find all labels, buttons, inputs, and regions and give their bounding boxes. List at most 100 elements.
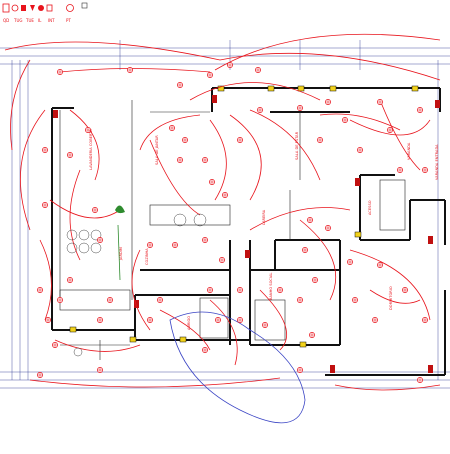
electrical-point-cross [397,167,403,173]
electrical-point-cross [57,297,63,303]
room-label-sala-jantar: SALA DE JANTAR [155,135,159,165]
electrical-point-cross [262,322,268,328]
electrical-point-cross [147,242,153,248]
electrical-point-cross [97,367,103,373]
electrical-point-cross [97,237,103,243]
dimension-lines [0,40,450,389]
electrical-point-cross [402,287,408,293]
legend-outlet-icon [11,4,19,12]
electrical-point-cross [377,262,383,268]
electrical-point-cross [57,69,63,75]
electrical-point-cross [37,372,43,378]
electrical-point-cross [422,167,428,173]
electrical-point-cross [172,242,178,248]
electrical-point-cross [277,287,283,293]
legend-switch-icon [21,5,26,11]
electrical-point-cross [352,297,358,303]
electrical-point-cross [97,317,103,323]
electrical-point-cross [169,125,175,131]
electrical-point-cross [157,297,163,303]
electrical-point-cross [342,117,348,123]
electrical-point-cross [422,317,428,323]
svg-text:TUG: TUG [13,18,22,23]
legend-triangle-icon [30,5,35,11]
electrical-point-cross [85,127,91,133]
electrical-point-cross [42,147,48,153]
svg-text:QD: QD [3,18,9,23]
svg-text:IL: IL [38,18,42,23]
legend-labels: QD TUG TUE IL INT PT [3,18,71,23]
room-label-sala-estar: SALA DE ESTAR [295,131,299,160]
electrical-point-cross [147,317,153,323]
electrical-point-cross [177,82,183,88]
electrical-point-cross [177,157,183,163]
room-label-abrigo: ABRIGO [187,316,191,330]
legend-point-icon [38,5,44,11]
room-label-lavanderia: LAVANDERIA COBERTA [89,129,93,170]
room-label-banho: BANHO SOCIAL [269,273,273,300]
svg-text:INT: INT [48,18,55,23]
room-label-jardim: JARDIM [119,247,123,261]
electrical-point-cross [297,297,303,303]
electrical-point-cross [92,207,98,213]
electrical-point-cross [219,257,225,263]
window-accents [53,85,440,373]
electrical-point-cross [67,277,73,283]
room-label-dormitorio: DORMITÓRIO [388,286,393,310]
svg-text:TUE: TUE [25,18,34,23]
electrical-point-cross [302,247,308,253]
room-label-garagem: VARANDA ENTRADA [435,144,439,180]
electrical-point-cross [317,137,323,143]
electrical-point-cross [257,107,263,113]
electrical-point-cross [209,179,215,185]
electrical-point-cross [182,137,188,143]
garden-symbols [66,205,207,357]
legend-panel-icon [2,3,10,13]
room-labels: LAVANDERIA COBERTA SALA DE JANTAR SALA D… [89,129,439,330]
electrical-point-cross [207,72,213,78]
electrical-point-cross [237,287,243,293]
electrical-point-cross [387,127,393,133]
legend-box-icon [46,4,53,12]
electrical-point-cross [417,377,423,383]
room-label-cozinha: COZINHA [145,248,149,265]
electrical-point-cross [309,332,315,338]
electrical-point-cross [127,67,133,73]
electrical-point-cross [37,287,43,293]
electrical-point-cross [237,137,243,143]
electrical-point-cross [107,297,113,303]
electrical-point-cross [227,62,233,68]
electrical-point-cross [347,259,353,265]
electrical-point-cross [67,152,73,158]
annotation-loop [169,311,306,424]
electrical-point-cross [202,237,208,243]
electrical-point-cross [45,317,51,323]
electrical-point-cross [202,347,208,353]
electrical-point-cross [215,317,221,323]
room-label-lareira: LAREIRA [262,209,266,225]
electrical-point-cross [297,367,303,373]
electrical-point-cross [325,225,331,231]
electrical-point-cross [377,99,383,105]
legend-light-icon [66,4,74,12]
electrical-point-cross [42,202,48,208]
interior-lines [59,100,406,360]
electrical-point-cross [357,147,363,153]
room-label-acesso: ACESSO [368,200,372,215]
electrical-point-cross [222,192,228,198]
room-label-varanda: VARANDA [407,142,411,160]
electrical-point-cross [417,107,423,113]
electrical-point-cross [202,157,208,163]
electrical-point-cross [372,317,378,323]
electrical-points [37,62,428,383]
electrical-point-cross [52,342,58,348]
electrical-point-cross [255,67,261,73]
wiring-arcs [4,33,441,391]
electrical-point-cross [307,217,313,223]
electrical-point-cross [207,287,213,293]
svg-text:PT: PT [66,18,71,23]
electrical-point-cross [312,277,318,283]
electrical-point-cross [237,317,243,323]
